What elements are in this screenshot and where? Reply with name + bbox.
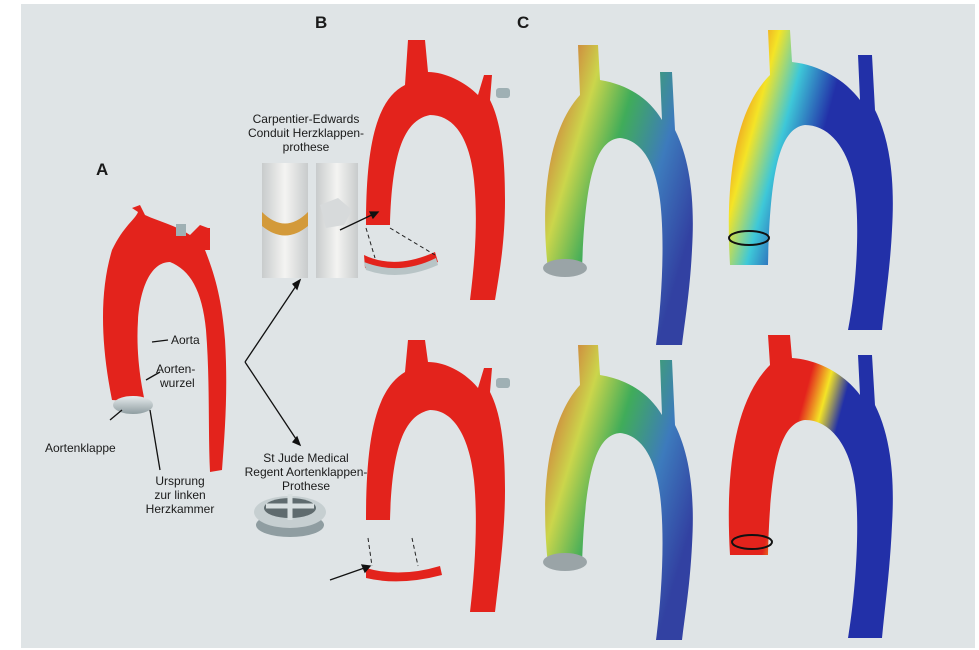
flow-streamline-model-bottom [543,345,693,640]
aorta-model-b-bottom [366,340,510,612]
panel-label-c: C [517,16,529,30]
label-aorta: Aorta [171,333,200,347]
conduit-prosthesis-image [262,163,358,278]
aorta-model-b-top [364,40,510,300]
label-origin-left-ventricle: Ursprung zur linken Herzkammer [140,474,220,516]
wss-model-bottom [729,335,893,638]
wss-model-top [729,30,893,330]
label-aortic-root: Aorten- wurzel [156,362,195,390]
flow-streamline-model-top [543,45,693,345]
panel-label-b: B [315,16,327,30]
regent-prosthesis-image [254,494,326,537]
label-regent-prosthesis: St Jude Medical Regent Aortenklappen- Pr… [237,451,375,493]
panel-label-a: A [96,163,108,177]
aorta-model-a [103,205,226,472]
label-aortic-valve: Aortenklappe [45,441,116,455]
label-conduit-prosthesis: Carpentier-Edwards Conduit Herzklappen- … [242,112,370,154]
